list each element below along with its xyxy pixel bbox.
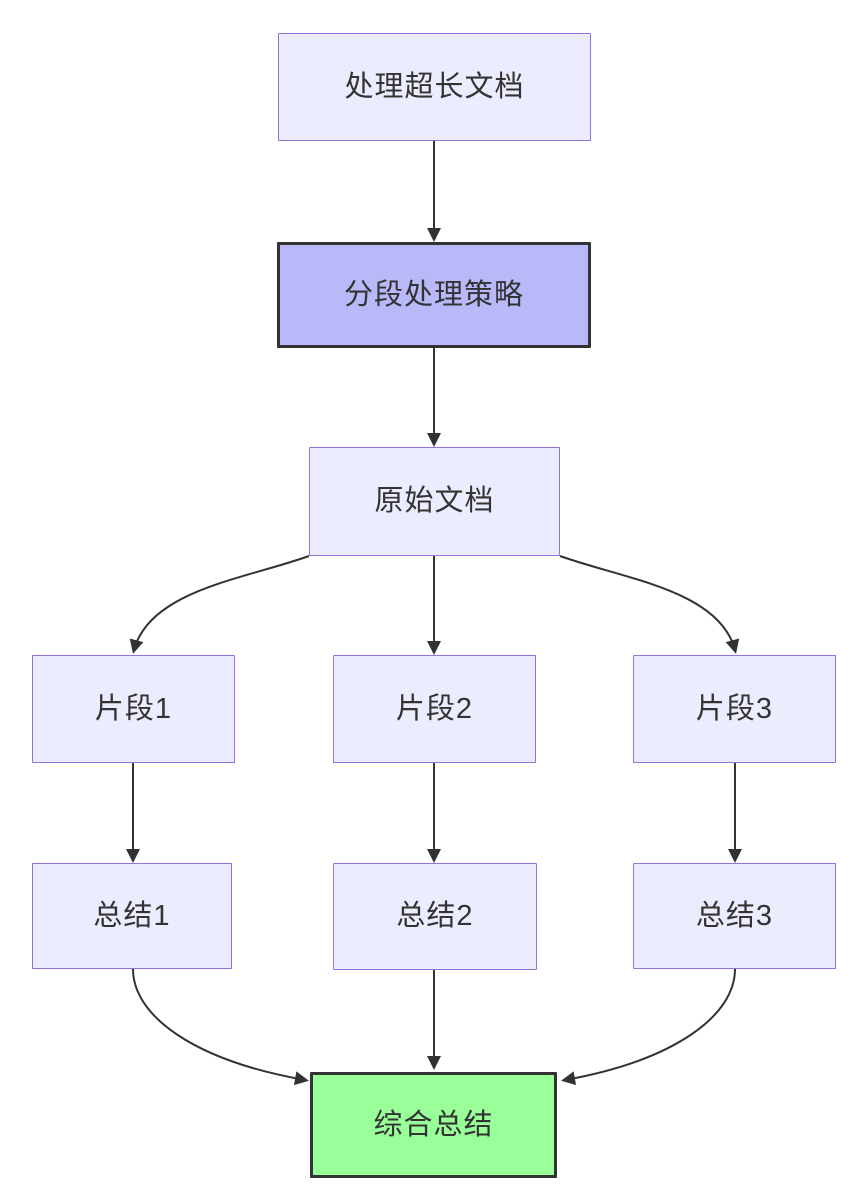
node-label: 片段3 (695, 692, 774, 725)
node-fragment-1: 片段1 (32, 655, 235, 763)
edge-E1-F (132, 968, 309, 1086)
node-label: 综合总结 (373, 1108, 494, 1141)
node-label: 分段处理策略 (343, 278, 524, 311)
node-fragment-3: 片段3 (633, 655, 836, 763)
edge-C-D1 (129, 555, 310, 654)
node-label: 片段1 (94, 692, 173, 725)
node-process-long-doc: 处理超长文档 (278, 33, 591, 141)
node-label: 片段2 (395, 692, 474, 725)
node-label: 总结2 (396, 900, 474, 932)
node-label: 总结1 (93, 899, 171, 932)
node-summary-2: 总结2 (333, 863, 537, 970)
node-summary-1: 总结1 (32, 863, 232, 969)
node-label: 处理超长文档 (344, 70, 525, 103)
edge-C-D3 (559, 555, 740, 654)
node-segment-strategy: 分段处理策略 (277, 242, 591, 348)
edge-E3-F (561, 968, 736, 1086)
node-label: 原始文档 (374, 485, 495, 517)
node-final-summary: 综合总结 (310, 1072, 557, 1178)
node-fragment-2: 片段2 (333, 655, 536, 763)
node-original-doc: 原始文档 (309, 447, 560, 556)
node-label: 总结3 (695, 899, 774, 932)
node-summary-3: 总结3 (633, 863, 836, 969)
